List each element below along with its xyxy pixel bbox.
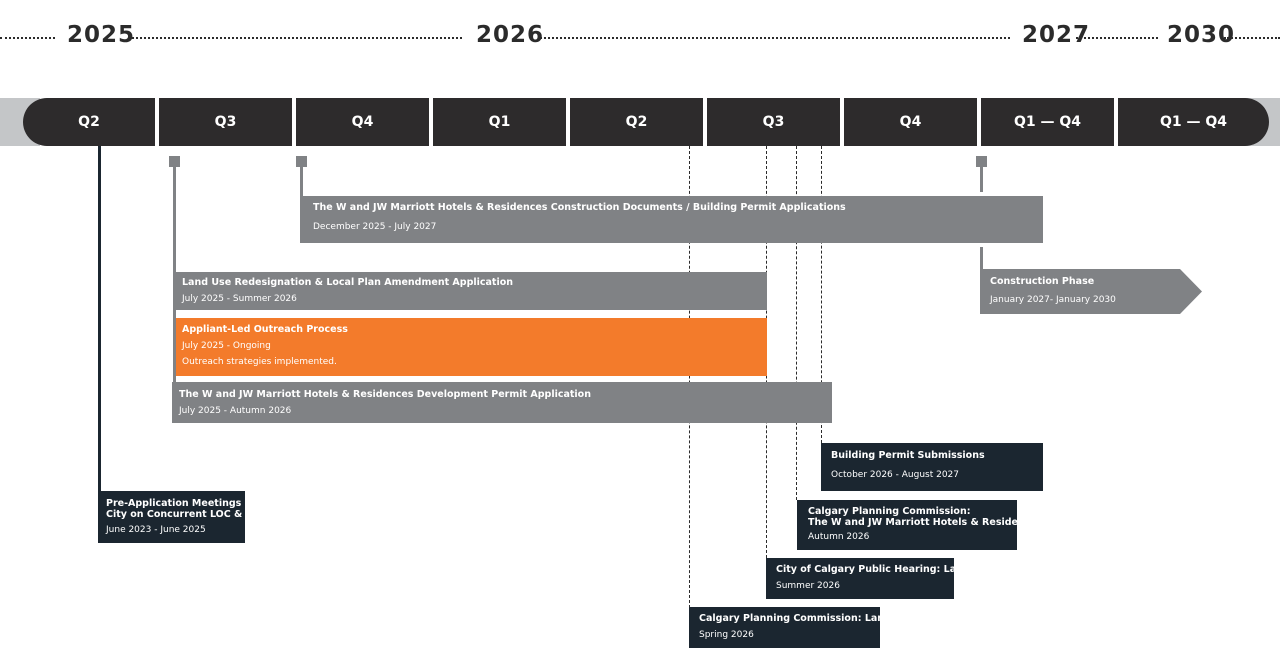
milestone-title-line2: The W and JW Marriott Hotels & Residence… — [808, 517, 1061, 528]
year-2025: 2025 — [67, 22, 136, 48]
bar-construction-documents: The W and JW Marriott Hotels & Residence… — [300, 196, 1043, 243]
year-divider — [128, 37, 462, 39]
bar-dates: July 2025 - Summer 2026 — [182, 294, 297, 304]
milestone-title-line1: Calgary Planning Commission: — [808, 506, 971, 517]
milestone-dates: Spring 2026 — [699, 630, 754, 640]
bar-development-permit: The W and JW Marriott Hotels & Residence… — [172, 382, 832, 423]
milestone-dates: October 2026 - August 2027 — [831, 470, 960, 480]
quarter-2026-q1: Q1 — [433, 98, 566, 146]
milestone-title-line1: Pre-Application Meetings with — [106, 498, 268, 509]
construction-phase-arrow — [980, 269, 1202, 314]
year-divider — [0, 37, 55, 39]
milestone-title: Calgary Planning Commission: Land Use — [699, 613, 914, 624]
bar-title: Appliant-Led Outreach Process — [182, 324, 348, 335]
milestone-dates: June 2023 - June 2025 — [106, 525, 206, 535]
quarter-2025-q4: Q4 — [296, 98, 429, 146]
guide-line-cpc-land-use — [689, 146, 690, 608]
milestone-title: Building Permit Submissions — [831, 450, 985, 461]
year-divider — [1224, 37, 1280, 39]
milestone-cpc-development-permit: Calgary Planning Commission: The W and J… — [797, 500, 1061, 550]
bar-dates: December 2025 - July 2027 — [313, 222, 437, 232]
milestone-public-hearing: City of Calgary Public Hearing: Land Use… — [766, 558, 993, 599]
marker-july-2025 — [169, 156, 180, 167]
bar-note: Outreach strategies implemented. — [182, 357, 337, 367]
bar-title: The W and JW Marriott Hotels & Residence… — [313, 202, 846, 213]
marker-january-2027 — [976, 156, 987, 167]
bar-title: Land Use Redesignation & Local Plan Amen… — [182, 277, 514, 288]
connector-december-2025 — [300, 166, 303, 197]
bar-dates: July 2025 - Ongoing — [182, 341, 271, 351]
bar-outreach-process: Appliant-Led Outreach Process July 2025 … — [176, 318, 767, 376]
construction-phase-title: Construction Phase — [990, 276, 1095, 287]
connector-pre-application — [98, 146, 101, 492]
connector-january-2027-bottom — [980, 247, 983, 270]
year-divider — [540, 37, 1010, 39]
quarter-2025-q3: Q3 — [159, 98, 292, 146]
marker-december-2025 — [296, 156, 307, 167]
connector-july-2025 — [173, 166, 176, 382]
bar-land-use-redesignation: Land Use Redesignation & Local Plan Amen… — [176, 272, 767, 310]
quarter-2027-q1-q4: Q1 — Q4 — [981, 98, 1114, 146]
milestone-title-line2: City on Concurrent LOC & DP — [106, 509, 261, 520]
guide-line-building-permit — [821, 146, 822, 443]
milestone-pre-application: Pre-Application Meetings with City on Co… — [98, 491, 268, 543]
guide-line-cpc-dp — [796, 146, 797, 500]
milestone-building-permit: Building Permit Submissions October 2026… — [821, 443, 1043, 491]
bar-dates: July 2025 - Autumn 2026 — [179, 406, 292, 416]
construction-phase-dates: January 2027- January 2030 — [990, 295, 1116, 305]
year-2027: 2027 — [1022, 22, 1091, 48]
quarter-2030-q1-q4: Q1 — Q4 — [1118, 98, 1269, 146]
milestone-dates: Summer 2026 — [776, 581, 840, 591]
milestone-title: City of Calgary Public Hearing: Land Use — [776, 564, 993, 575]
quarter-2026-q4: Q4 — [844, 98, 977, 146]
connector-january-2027-top — [980, 166, 983, 192]
quarter-2025-q2: Q2 — [23, 98, 155, 146]
year-divider — [1076, 37, 1158, 39]
quarter-2026-q2: Q2 — [570, 98, 703, 146]
year-2030: 2030 — [1167, 22, 1236, 48]
year-2026: 2026 — [476, 22, 545, 48]
milestone-cpc-land-use: Calgary Planning Commission: Land Use Sp… — [689, 607, 914, 648]
milestone-dates: Autumn 2026 — [808, 532, 870, 542]
quarter-2026-q3: Q3 — [707, 98, 840, 146]
bar-title: The W and JW Marriott Hotels & Residence… — [179, 389, 591, 400]
